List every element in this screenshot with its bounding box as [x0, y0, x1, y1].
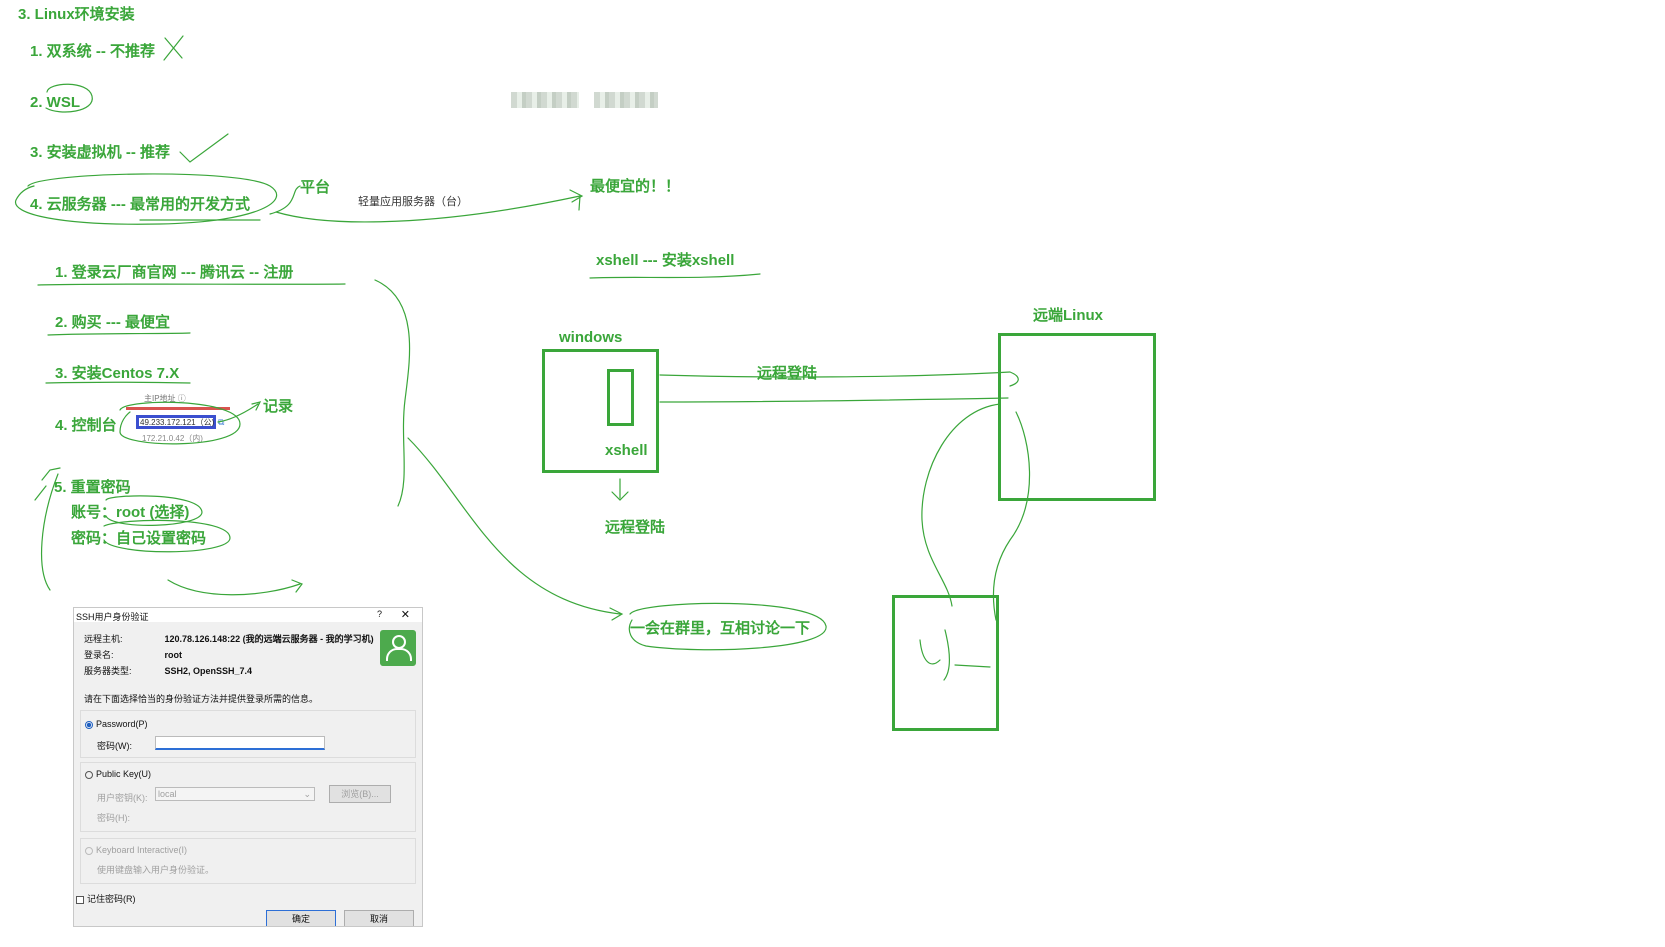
publickey-option-label: Public Key(U)	[96, 769, 152, 779]
windows-label: windows	[559, 329, 623, 346]
ip-address-card: 主IP地址 ⓘ 49.233.172.121（公) ⧉ 172.21.0.42（…	[126, 393, 246, 445]
keyboard-option-label: Keyboard Interactive(I)	[96, 845, 188, 855]
step-buy: 2. 购买 --- 最便宜	[55, 314, 170, 331]
option-wsl: 2. WSL	[30, 94, 81, 111]
xshell-note: xshell --- 安装xshell	[596, 252, 735, 269]
password-input[interactable]	[155, 736, 325, 750]
keyboard-panel: Keyboard Interactive(I) 使用键盘输入用户身份验证。	[80, 838, 416, 884]
user-key-icon	[380, 630, 416, 666]
userkey-label: 用户密钥(K):	[97, 793, 148, 803]
server-row: 服务器类型: SSH2, OpenSSH_7.4	[84, 664, 252, 677]
password-radio[interactable]: Password(P)	[85, 719, 148, 729]
dialog-titlebar: SSH用户身份验证 ? ✕	[74, 608, 422, 622]
private-ip: 172.21.0.42（内)	[142, 434, 203, 443]
password-label: 密码：	[71, 530, 117, 547]
browse-button[interactable]: 浏览(B)...	[329, 785, 391, 803]
cheapest-note: 最便宜的！！	[590, 178, 681, 195]
lightweight-server-label: 轻量应用服务器（台）	[358, 196, 468, 208]
public-ip: 49.233.172.121（公)	[140, 418, 215, 427]
remote-linux-box	[998, 333, 1156, 501]
password-value: 自己设置密码	[116, 530, 207, 547]
userkey-value: local	[158, 789, 177, 799]
account-label: 账号：	[71, 504, 117, 521]
password-panel: Password(P) 密码(W):	[80, 710, 416, 758]
option-vm: 3. 安装虚拟机 -- 推荐	[30, 144, 171, 161]
chevron-down-icon: ⌄	[303, 789, 311, 799]
page-title: 3. Linux环境安装	[18, 6, 135, 23]
host-label: 远程主机:	[84, 634, 123, 644]
remote-linux-label: 远端Linux	[1033, 307, 1103, 324]
userkey-select[interactable]: local ⌄	[155, 787, 315, 801]
record-note: 记录	[263, 398, 294, 415]
ok-button[interactable]: 确定	[266, 910, 336, 926]
host-value: 120.78.126.148:22 (我的远端云服务器 - 我的学习机)	[164, 634, 374, 644]
checkbox-icon	[76, 895, 84, 904]
step-register: 1. 登录云厂商官网 --- 腾讯云 -- 注册	[55, 264, 294, 281]
small-box	[892, 595, 999, 731]
publickey-panel: Public Key(U) 用户密钥(K): local ⌄ 浏览(B)... …	[80, 762, 416, 832]
remote-login-label-bottom: 远程登陆	[605, 519, 666, 536]
xshell-box	[607, 369, 634, 426]
passphrase-label: 密码(H):	[97, 813, 130, 823]
ssh-auth-dialog: SSH用户身份验证 ? ✕ 远程主机: 120.78.126.148:22 (我…	[73, 607, 423, 927]
ip-label: 主IP地址 ⓘ	[144, 394, 186, 403]
remote-login-label-top: 远程登陆	[757, 365, 818, 382]
keyboard-hint: 使用键盘输入用户身份验证。	[97, 865, 215, 875]
password-option-label: Password(P)	[96, 719, 148, 729]
host-row: 远程主机: 120.78.126.148:22 (我的远端云服务器 - 我的学习…	[84, 632, 374, 645]
user-value: root	[164, 650, 183, 660]
help-button[interactable]: ?	[376, 609, 382, 619]
blurred-text	[594, 92, 658, 108]
server-value: SSH2, OpenSSH_7.4	[164, 666, 253, 676]
account-value: root (选择)	[116, 504, 190, 521]
dialog-title: SSH用户身份验证	[76, 612, 149, 622]
step-console: 4. 控制台	[55, 417, 117, 434]
keyboard-radio[interactable]: Keyboard Interactive(I)	[85, 845, 187, 855]
option-cloud-server: 4. 云服务器 --- 最常用的开发方式	[30, 196, 250, 213]
radio-selected-icon	[85, 720, 93, 729]
password-field-label: 密码(W):	[97, 741, 132, 751]
close-button[interactable]: ✕	[400, 609, 410, 621]
cancel-button[interactable]: 取消	[344, 910, 414, 926]
step-reset-password: 5. 重置密码	[54, 479, 131, 496]
server-label: 服务器类型:	[84, 666, 132, 676]
publickey-radio[interactable]: Public Key(U)	[85, 769, 151, 779]
user-row: 登录名: root	[84, 648, 182, 661]
radio-icon	[85, 846, 93, 855]
option-dual-system: 1. 双系统 -- 不推荐	[30, 43, 156, 60]
xshell-label: xshell	[605, 442, 648, 459]
radio-icon	[85, 770, 93, 779]
user-label: 登录名:	[84, 650, 114, 660]
dialog-hint: 请在下面选择恰当的身份验证方法并提供登录所需的信息。	[84, 694, 319, 704]
copy-icon: ⧉	[218, 417, 225, 427]
remember-label: 记住密码(R)	[87, 894, 136, 904]
blurred-text	[511, 92, 579, 108]
red-underline	[126, 407, 230, 410]
remember-checkbox[interactable]: 记住密码(R)	[76, 892, 136, 905]
discuss-note: 一会在群里，互相讨论一下	[630, 620, 811, 637]
step-install-centos: 3. 安装Centos 7.X	[55, 365, 180, 382]
platform-note: 平台	[300, 179, 331, 196]
